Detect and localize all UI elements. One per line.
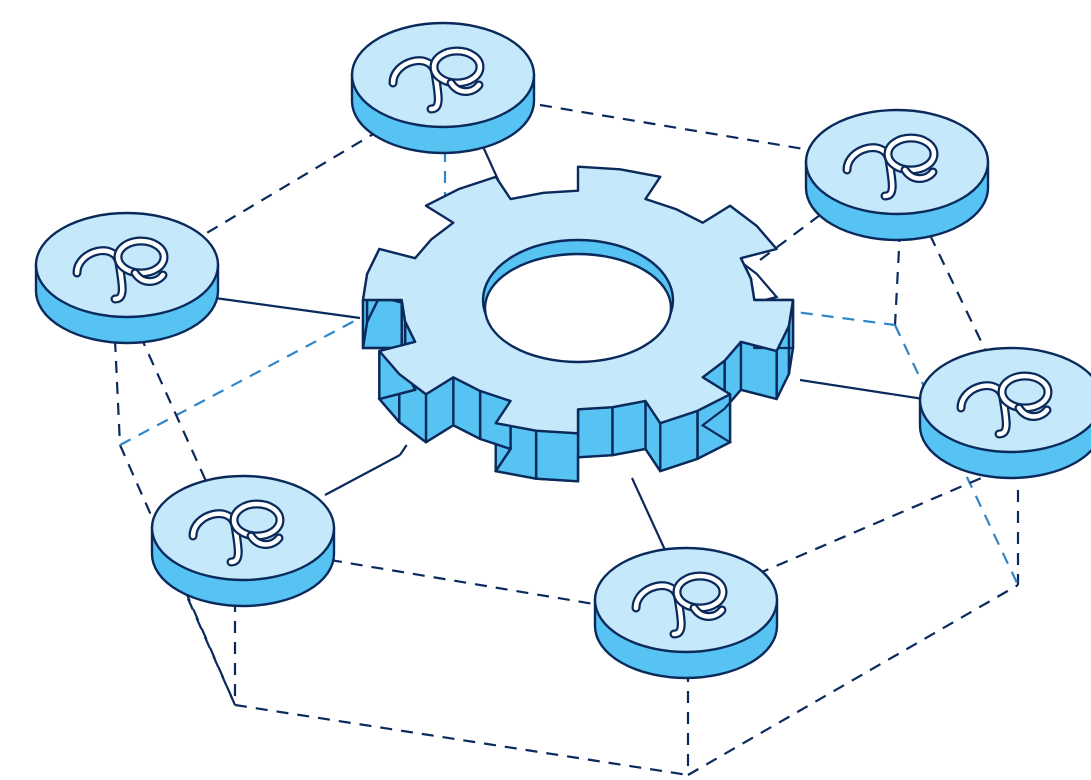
user-node [150,474,336,608]
user-icon [72,236,169,304]
user-node [804,108,990,242]
user-icon [842,133,939,201]
user-icon [188,499,285,567]
spoke-lines [214,139,931,551]
gear-icon [361,165,795,483]
user-node [34,211,220,345]
user-node [350,21,536,155]
user-node [593,546,779,680]
user-nodes [34,21,1091,680]
user-icon [631,571,728,639]
user-node [918,346,1091,480]
user-icon [956,371,1053,439]
upper-connection-lines [138,103,1001,607]
user-icon [388,46,485,114]
lower-connection-lines [113,150,1020,777]
